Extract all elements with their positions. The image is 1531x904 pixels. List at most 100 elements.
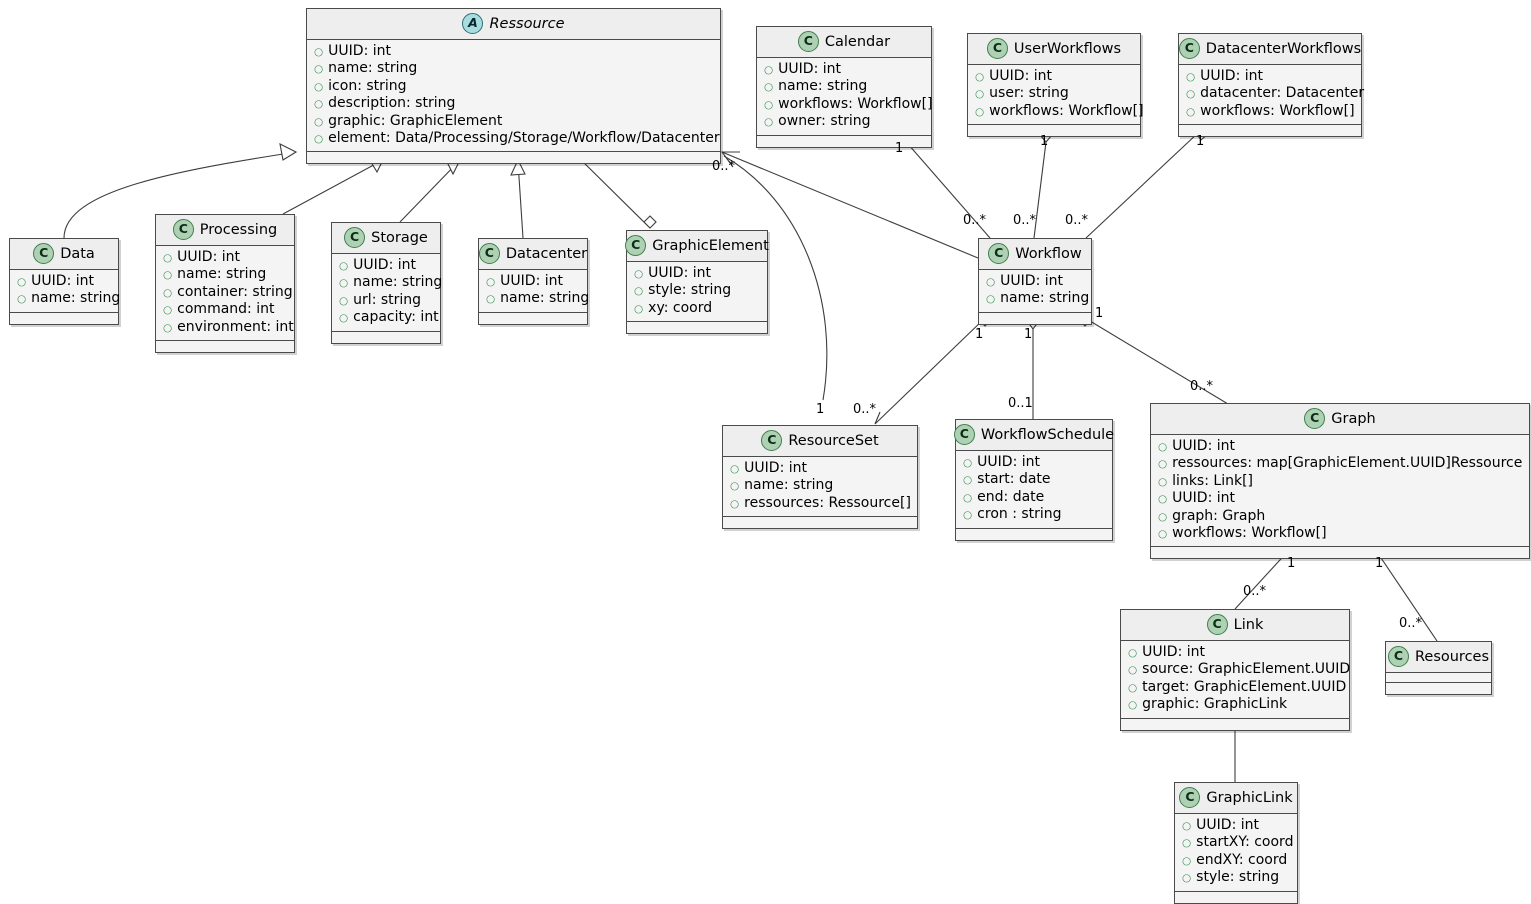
attribute-label: UUID: int [648,265,711,281]
operations-compartment-resources [1386,683,1491,694]
attribute-label: cron : string [977,506,1062,523]
class-name-link: Link [1233,616,1264,633]
attribute-row: ○end: date [963,489,1105,506]
attribute-row: ○startXY: coord [1182,834,1293,851]
attribute-label: UUID: int [177,249,240,265]
operations-compartment-ressource [307,152,720,164]
multiplicity-label: 0..1 [1008,396,1033,411]
edge-processing-ressource [282,159,384,215]
attribute-row: ○workflows: Workflow[] [1158,525,1522,542]
class-icon: C [625,235,647,256]
visibility-public-icon: ○ [163,321,173,334]
attribute-row: ○name: string [986,290,1089,307]
class-icon: C [1206,614,1228,635]
multiplicity-label: 0..* [1065,213,1089,228]
visibility-public-icon: ○ [1128,647,1138,659]
visibility-public-icon: ○ [314,63,324,76]
attribute-label: workflows: Workflow[] [989,102,1144,119]
visibility-public-icon: ○ [975,105,985,118]
attribute-row: ○UUID: int [1186,68,1354,85]
edge-datacenter-ressource [517,161,524,239]
attribute-label: UUID: int [500,273,563,289]
visibility-public-icon: ○ [764,98,774,111]
attribute-row: ○ name: string [314,60,713,77]
visibility-public-icon: ○ [314,80,324,93]
class-icon: C [478,243,500,264]
attribute-label: ressources: map[GraphicElement.UUID]Ress… [1172,455,1523,472]
visibility-public-icon: ○ [963,474,973,487]
class-name-resources: Resources [1414,648,1490,665]
attribute-row: ○ressources: map[GraphicElement.UUID]Res… [1158,455,1522,472]
visibility-public-icon: ○ [1158,493,1168,506]
attribute-row: ○element: Data/Processing/Storage/Workfl… [314,130,720,147]
attribute-row: ○source: GraphicElement.UUID [1128,661,1350,678]
operations-compartment-datacenterworkflows [1179,125,1361,137]
attribute-label: UUID: int [1196,817,1259,833]
class-name-graphiclink: GraphicLink [1206,789,1293,806]
multiplicity-label: 1 [1375,556,1384,571]
attribute-label: UUID: int [353,257,416,273]
attribute-row: ○UUID: int [17,273,111,290]
attribute-label: style: string [648,282,732,299]
class-icon: C [1387,646,1409,667]
attribute-label: UUID: int [977,454,1040,470]
operations-compartment-calendar [757,135,931,147]
attribute-row: ○ workflows: Workflow[] [975,103,1144,120]
attribute-label: UUID: int [1200,68,1263,84]
class-name-ressource: Ressource [489,15,565,32]
attributes-compartment-data: ○UUID: int○name: string [10,270,120,313]
visibility-public-icon: ○ [986,293,996,306]
class-name-graphicelement: GraphicElement [652,237,769,254]
visibility-public-icon: ○ [1182,820,1192,832]
attribute-row: ○ icon: string [314,78,713,95]
visibility-public-icon: ○ [634,285,644,298]
attribute-row: ○workflows: Workflow[] [764,96,933,113]
class-name-calendar: Calendar [824,33,891,50]
class-icon: C [953,424,975,445]
operations-compartment-graphiclink [1175,891,1297,903]
attribute-label: target: GraphicElement.UUID [1142,678,1347,695]
multiplicity-label: 1 [1196,134,1205,149]
attribute-label: icon: string [328,77,407,94]
visibility-public-icon: ○ [1158,510,1168,523]
operations-compartment-graph [1151,547,1529,559]
attribute-row: ○target: GraphicElement.UUID [1128,679,1346,696]
edge-dcworkflows-workflow [1085,131,1200,239]
multiplicity-label: 1 [1024,327,1033,342]
class-header-graphicelement: C GraphicElement [625,231,769,262]
class-name-workflowschedule: WorkflowSchedule [980,426,1115,443]
attribute-row: ○graphic: GraphicLink [1128,696,1342,713]
visibility-public-icon: ○ [764,64,774,76]
visibility-public-icon: ○ [163,252,173,264]
attribute-label: start: date [977,471,1051,488]
attribute-row: ○url: string [339,292,433,309]
operations-compartment-datacenter [479,312,587,324]
class-box-resources[interactable]: C Resources [1385,641,1492,695]
visibility-public-icon: ○ [1158,441,1168,453]
attribute-row: ○ style: string [634,282,760,299]
operations-compartment-data [10,312,118,324]
attribute-label: name: string [328,60,418,77]
class-icon: C [1304,408,1326,429]
visibility-public-icon: ○ [1182,854,1192,867]
attribute-label: UUID: int [778,61,841,77]
attribute-row: ○ressources: Ressource[] [730,495,911,512]
